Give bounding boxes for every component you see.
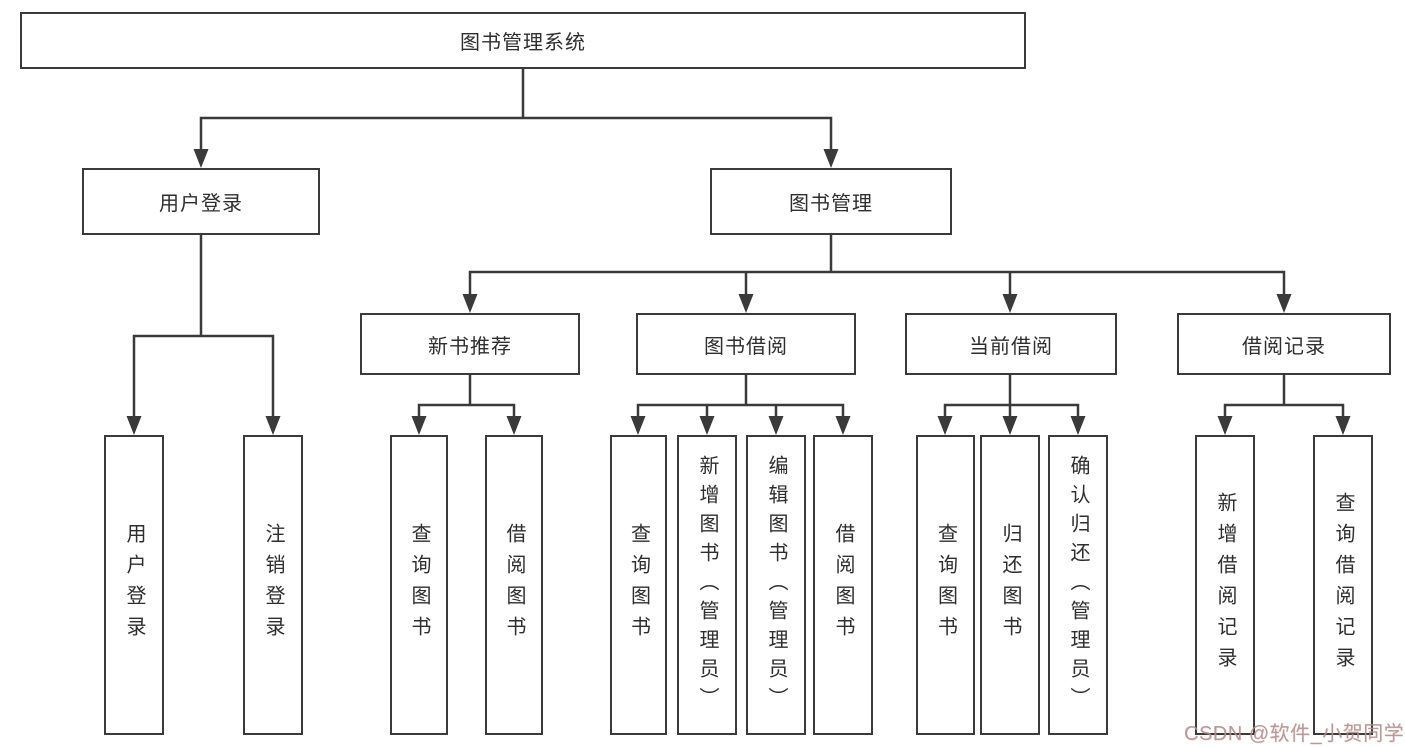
leaf-borrow-book-recommend: 借阅图书: [485, 435, 543, 735]
node-book-management: 图书管理: [710, 168, 952, 235]
leaf-query-borrow-record: 查询借阅记录: [1313, 435, 1373, 735]
leaf-query-book-current: 查询图书: [916, 435, 975, 735]
connector-new-book: [417, 373, 516, 420]
node-new-book-recommend: 新书推荐: [360, 313, 580, 375]
node-library-management-system: 图书管理系统: [20, 12, 1026, 69]
leaf-borrow-book-borrowing: 借阅图书: [813, 435, 873, 735]
leaf-confirm-return-admin: 确认归还（管理员）: [1048, 435, 1108, 735]
leaf-add-book-admin: 新增图书（管理员）: [677, 435, 737, 735]
leaf-add-borrow-record: 新增借阅记录: [1195, 435, 1255, 735]
connector-root: [199, 67, 833, 153]
leaf-query-book-recommend: 查询图书: [390, 435, 448, 735]
connector-user-login: [132, 233, 275, 420]
leaf-edit-book-admin: 编辑图书（管理员）: [746, 435, 806, 735]
connector-borrowing-records: [1223, 373, 1345, 420]
connector-book-borrowing: [636, 373, 845, 420]
node-current-borrowing: 当前借阅: [905, 313, 1117, 375]
watermark: CSDN @软件_小贺同学: [1184, 723, 1405, 745]
connector-current-borrowing: [943, 373, 1080, 420]
arrowheads: [126, 149, 1351, 435]
leaf-return-book: 归还图书: [980, 435, 1040, 735]
node-book-borrowing: 图书借阅: [636, 313, 856, 375]
leaf-user-login: 用户登录: [104, 435, 164, 735]
leaf-logout-login: 注销登录: [243, 435, 303, 735]
node-borrowing-records: 借阅记录: [1177, 313, 1391, 375]
leaf-query-book-borrowing: 查询图书: [610, 435, 667, 735]
node-user-login: 用户登录: [82, 168, 320, 235]
connector-book-management: [468, 233, 1286, 298]
